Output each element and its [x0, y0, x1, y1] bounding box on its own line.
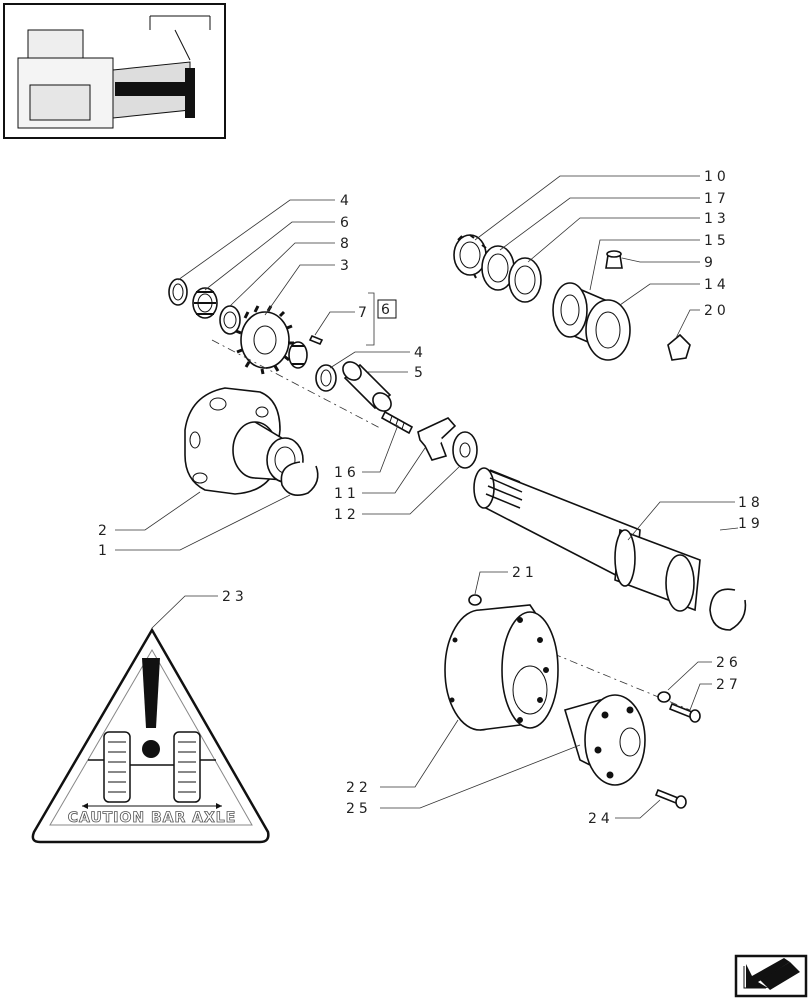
part-7-pin — [308, 334, 324, 346]
part-21-nut — [468, 594, 482, 606]
callout-4: 4 — [340, 193, 353, 209]
warning-sign: CAUTION BAR AXLE — [31, 627, 270, 844]
next-page-button[interactable] — [734, 954, 808, 998]
callout-6: 6 — [340, 215, 353, 231]
part-25-flange — [564, 694, 646, 786]
callout-24: 24 — [588, 811, 614, 827]
callout-9: 9 — [704, 255, 717, 271]
callout-16: 16 — [334, 465, 360, 481]
callout-13: 13 — [704, 211, 730, 227]
part-17-ring — [481, 245, 542, 303]
callout-2: 2 — [98, 523, 111, 539]
callout-26: 26 — [716, 655, 742, 671]
callout-20: 20 — [704, 303, 730, 319]
part-11-tab-washer — [417, 417, 457, 461]
callout-6-boxed: 6 — [381, 302, 394, 318]
warning-sign-text: CAUTION BAR AXLE — [68, 810, 237, 826]
callout-19: 19 — [738, 516, 764, 532]
callout-25: 25 — [346, 801, 372, 817]
next-page-arrow-icon — [743, 958, 800, 990]
callout-17: 17 — [704, 191, 730, 207]
callout-15: 15 — [704, 233, 730, 249]
callout-labels: 4 6 8 3 7 6 4 5 16 11 12 2 1 10 17 13 15… — [98, 169, 764, 827]
part-24-bolt — [654, 788, 687, 809]
part-19-circlip — [709, 588, 747, 631]
callout-27: 27 — [716, 677, 742, 693]
part-22-hub — [444, 604, 559, 731]
part-27-bolt — [668, 702, 701, 723]
callout-box — [377, 299, 397, 319]
part-14-bearing-cup — [585, 299, 631, 361]
callout-3: 3 — [340, 258, 353, 274]
callout-18: 18 — [738, 495, 764, 511]
part-6-needle-bearing — [192, 287, 218, 319]
callout-4b: 4 — [414, 345, 427, 361]
leader-lines — [115, 175, 739, 819]
part-1-circlip — [280, 461, 319, 496]
part-16-bolt — [380, 410, 414, 435]
part-10-seal — [453, 234, 489, 279]
callout-22: 22 — [346, 780, 372, 796]
callout-10: 10 — [704, 169, 730, 185]
callout-14: 14 — [704, 277, 730, 293]
callout-12: 12 — [334, 507, 360, 523]
part-4-washer — [168, 278, 188, 306]
part-12-washer — [452, 431, 478, 469]
part-26-washer — [657, 691, 671, 703]
callout-11: 11 — [334, 486, 360, 502]
part-5-sleeve — [342, 361, 392, 412]
callout-8: 8 — [340, 236, 353, 252]
part-20-cap-nut — [667, 333, 691, 361]
callout-7: 7 — [358, 305, 371, 321]
callout-21: 21 — [512, 565, 538, 581]
callout-1: 1 — [98, 543, 111, 559]
part-3-gear — [235, 305, 308, 375]
location-thumbnail — [3, 3, 226, 139]
callout-5: 5 — [414, 365, 427, 381]
part-18-shaft — [473, 467, 701, 612]
part-15-plug — [605, 250, 623, 269]
exclamation-axle-icon — [82, 658, 222, 809]
part-4-washer-b — [315, 364, 337, 392]
callout-23: 23 — [222, 589, 248, 605]
